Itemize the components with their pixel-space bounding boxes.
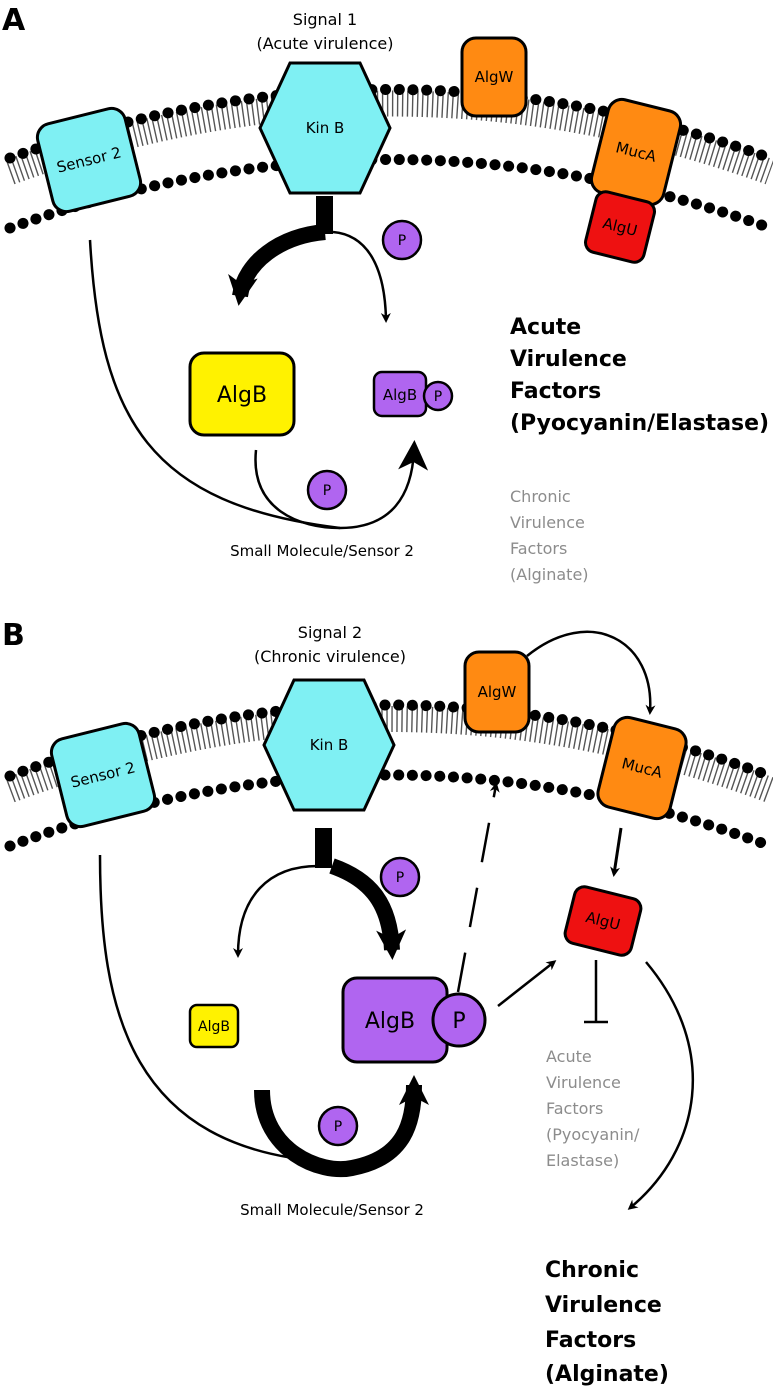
algb-b-unphosphorylated: AlgB — [188, 1003, 240, 1049]
kinb-a-phospho-arrow — [332, 230, 391, 323]
acute-output-a: Acute Virulence Factors (Pyocyanin/Elast… — [510, 315, 769, 436]
chronic-output-b: Chronic Virulence Factors (Alginate) — [545, 1258, 669, 1387]
phosphate-a-bottom: P — [306, 469, 348, 511]
small-molecule-a-label: Small Molecule/Sensor 2 — [230, 542, 414, 560]
algb-a-phosphorylated: AlgB P — [372, 370, 454, 418]
phosphate-a-bottom-label: P — [323, 483, 331, 499]
algu-a: AlgU — [584, 190, 656, 264]
panel-a: A Signal 1 (Acute virulence) Kin B Senso… — [2, 3, 773, 584]
small-molecule-b-label: Small Molecule/Sensor 2 — [240, 1201, 424, 1219]
kinb-b-stalk — [315, 828, 332, 868]
signal-2-label: Signal 2 — [298, 623, 362, 642]
algu-b: AlgU — [563, 885, 643, 957]
algb-b-unphosphorylated-label: AlgB — [198, 1019, 230, 1035]
sensor2-a-line — [88, 239, 341, 530]
algb-to-algu-arrow — [497, 960, 557, 1007]
kinb-a: Kin B — [258, 61, 392, 195]
panel-a-letter: A — [2, 3, 26, 38]
kinb-b-dephospho-arrow — [233, 864, 319, 958]
kinb-a-label: Kin B — [306, 119, 345, 137]
phosphate-b-top: P — [379, 856, 421, 898]
algw-b: AlgW — [463, 650, 531, 734]
small-molecule-b-arc — [254, 1075, 429, 1178]
output-a-grey-2: Virulence — [510, 513, 585, 532]
phosphate-a-top: P — [381, 219, 423, 261]
algb-b-phosphorylated-label: AlgB — [365, 1009, 415, 1034]
muca-b: MucA — [596, 715, 688, 821]
output-b-bold-4: (Alginate) — [545, 1362, 669, 1387]
algw-b-label: AlgW — [478, 683, 517, 701]
output-a-bold-1: Acute — [510, 315, 581, 340]
sensor2-a: Sensor 2 — [35, 106, 143, 214]
phosphate-b-top-label: P — [396, 870, 404, 886]
output-b-bold-3: Factors — [545, 1328, 636, 1353]
algu-to-chronic-arrow — [627, 961, 695, 1210]
algb-a-unphosphorylated: AlgB — [188, 351, 296, 437]
phosphate-a-top-label: P — [398, 233, 406, 249]
algb-a-phosphorylated-label: AlgB — [383, 386, 417, 404]
output-b-grey-5: Elastase) — [546, 1151, 619, 1170]
algb-b-phosphorylated: AlgB P — [341, 976, 487, 1064]
algw-to-muca-arrow — [526, 630, 656, 715]
algb-b-phosphorylated-p: P — [452, 1009, 465, 1034]
output-a-grey-4: (Alginate) — [510, 565, 589, 584]
output-a-grey-3: Factors — [510, 539, 567, 558]
output-a-grey-1: Chronic — [510, 487, 571, 506]
output-a-bold-2: Virulence — [510, 347, 627, 372]
kinb-b-to-algb-arrow — [329, 858, 407, 960]
algw-a-label: AlgW — [475, 68, 514, 86]
panel-b-letter: B — [2, 618, 25, 653]
output-a-bold-4: (Pyocyanin/Elastase) — [510, 411, 769, 436]
sensor2-b: Sensor 2 — [49, 721, 157, 829]
output-b-grey-2: Virulence — [546, 1073, 621, 1092]
sensor2-b-line — [98, 854, 331, 1164]
panel-b: B Signal 2 (Chronic virulence) Kin B Sen… — [2, 618, 773, 1387]
acute-output-b: Acute Virulence Factors (Pyocyanin/ Elas… — [546, 1047, 640, 1170]
output-b-grey-3: Factors — [546, 1099, 603, 1118]
kinb-a-to-algb-arrow — [228, 224, 326, 306]
output-a-bold-3: Factors — [510, 379, 601, 404]
phosphate-b-bottom-label: P — [334, 1119, 342, 1135]
kinb-b-label: Kin B — [310, 736, 349, 754]
chronic-output-a: Chronic Virulence Factors (Alginate) — [510, 487, 589, 584]
signal-1-label: Signal 1 — [293, 10, 357, 29]
phosphate-b-bottom: P — [317, 1105, 359, 1147]
algb-a-phosphorylated-p: P — [434, 389, 442, 405]
muca-to-algu-arrow — [610, 827, 623, 877]
algw-a: AlgW — [460, 36, 528, 118]
algb-to-algw-dashed-arrow — [456, 782, 500, 993]
algb-a-unphosphorylated-label: AlgB — [217, 383, 267, 408]
signal-2-description: (Chronic virulence) — [254, 647, 406, 666]
output-b-grey-1: Acute — [546, 1047, 592, 1066]
kinb-b: Kin B — [262, 678, 396, 812]
output-b-grey-4: (Pyocyanin/ — [546, 1125, 640, 1144]
output-b-bold-1: Chronic — [545, 1258, 639, 1283]
signal-1-description: (Acute virulence) — [257, 34, 394, 53]
output-b-bold-2: Virulence — [545, 1293, 662, 1318]
